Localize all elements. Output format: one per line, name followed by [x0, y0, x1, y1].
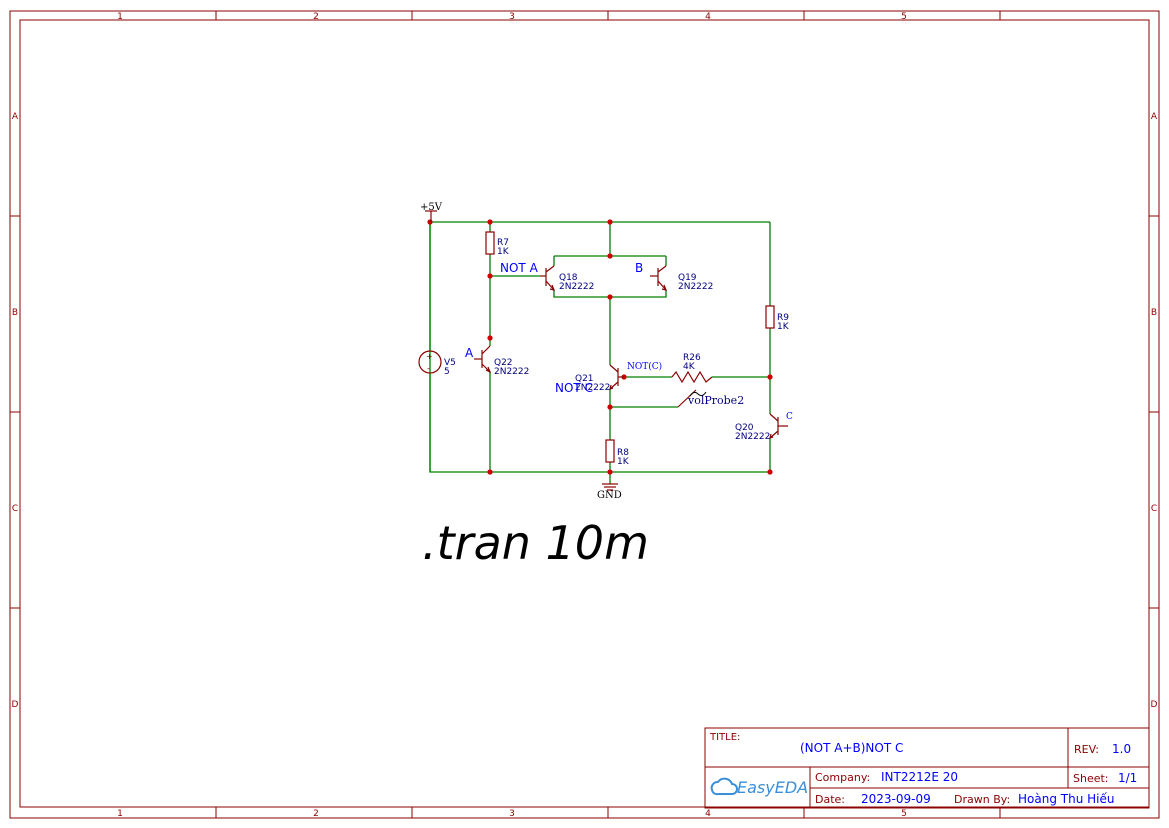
- date-value: 2023-09-09: [861, 792, 931, 806]
- v5-ref: V5: [444, 358, 456, 368]
- v5-value: 5: [444, 367, 450, 377]
- svg-text:+: +: [426, 352, 433, 361]
- company-value: INT2212E 20: [881, 770, 958, 784]
- date-label: Date:: [815, 793, 845, 806]
- q18-value: 2N2222: [559, 282, 594, 292]
- r7-value: 1K: [497, 247, 510, 257]
- q19-ref: Q19: [678, 273, 697, 283]
- r9-value: 1K: [777, 322, 790, 332]
- resistor-r7: R7 1K: [485, 231, 510, 257]
- col-label-2-bottom: 2: [313, 809, 319, 819]
- q19-value: 2N2222: [678, 282, 713, 292]
- resistor-r26: R26 4K: [671, 353, 713, 384]
- easyeda-logo: EasyEDA: [710, 777, 808, 797]
- title-label: TITLE:: [709, 732, 740, 743]
- row-label-d: D: [12, 700, 19, 710]
- row-label-b-right: B: [1151, 308, 1157, 318]
- net-label-not-a: NOT A: [500, 261, 539, 275]
- transistor-q19: Q19 2N2222: [650, 265, 713, 292]
- company-label: Company:: [815, 771, 870, 784]
- gnd-label: GND: [597, 490, 622, 501]
- resistor-r9: R9 1K: [765, 305, 790, 332]
- title-value: (NOT A+B)NOT C: [800, 741, 903, 755]
- r9-ref: R9: [777, 313, 789, 323]
- vcc-symbol: +5V: [420, 202, 443, 222]
- wires: [429, 221, 771, 484]
- transistor-q20: Q20 2N2222: [735, 413, 788, 442]
- q20-ref: Q20: [735, 423, 754, 433]
- transistor-q18: Q18 2N2222: [540, 265, 594, 292]
- r7-ref: R7: [497, 238, 509, 248]
- gnd-symbol: GND: [597, 483, 622, 501]
- col-label-5: 5: [901, 12, 907, 22]
- row-label-b: B: [12, 308, 18, 318]
- transistor-q21: Q21 2N2222: [575, 364, 624, 393]
- r26-ref: R26: [683, 353, 701, 363]
- voltage-source-v5: + - V5 5: [418, 350, 456, 377]
- net-label-c: C: [786, 412, 793, 422]
- junctions: [427, 219, 773, 475]
- sheet-value: 1/1: [1118, 771, 1137, 785]
- col-label-1-bottom: 1: [117, 809, 123, 819]
- net-label-b: B: [635, 261, 643, 275]
- q18-ref: Q18: [559, 273, 578, 283]
- q21-ref: Q21: [575, 374, 594, 384]
- col-label-4: 4: [705, 12, 711, 22]
- rev-label: REV:: [1074, 743, 1099, 756]
- col-label-3: 3: [509, 12, 515, 22]
- row-label-c: C: [12, 504, 18, 514]
- probe-label: volProbe2: [687, 394, 744, 407]
- col-label-4-bottom: 4: [705, 809, 711, 819]
- sheet-label: Sheet:: [1073, 772, 1109, 785]
- r8-value: 1K: [617, 457, 630, 467]
- vcc-label: +5V: [420, 202, 443, 213]
- col-label-1: 1: [117, 12, 123, 22]
- drawn-by-value: Hoàng Thu Hiếu: [1018, 792, 1114, 806]
- drawn-by-label: Drawn By:: [954, 793, 1010, 806]
- q22-value: 2N2222: [494, 367, 529, 377]
- row-label-c-right: C: [1151, 504, 1157, 514]
- title-block: TITLE: (NOT A+B)NOT C REV: 1.0 EasyEDA C…: [704, 727, 1150, 809]
- rev-value: 1.0: [1112, 742, 1131, 756]
- row-label-a-right: A: [1151, 112, 1158, 122]
- net-label-not-c-paren: NOT(C): [627, 361, 662, 372]
- spice-directive: .tran 10m: [422, 516, 649, 570]
- row-label-d-right: D: [1151, 700, 1158, 710]
- transistor-q22: Q22 2N2222: [474, 345, 529, 377]
- svg-text:-: -: [427, 364, 430, 373]
- resistor-r8: R8 1K: [605, 439, 630, 467]
- net-labels: NOT A B A NOT C NOT(C) C: [465, 261, 793, 422]
- col-label-2: 2: [313, 12, 319, 22]
- col-label-5-bottom: 5: [901, 809, 907, 819]
- q20-value: 2N2222: [735, 432, 770, 442]
- net-label-a: A: [465, 346, 474, 360]
- net-label-not-c: NOT C: [555, 381, 593, 395]
- row-label-a: A: [12, 112, 19, 122]
- q21-value: 2N2222: [575, 383, 610, 393]
- r8-ref: R8: [617, 448, 629, 458]
- r26-value: 4K: [683, 362, 696, 372]
- col-label-3-bottom: 3: [509, 809, 515, 819]
- drawing-frame: 1 2 3 4 5 1 2 3 4 5 A B C D A B C D: [9, 10, 1160, 819]
- cloud-icon: [710, 777, 738, 796]
- voltage-probe: volProbe2: [677, 389, 744, 408]
- logo-text: EasyEDA: [737, 778, 808, 797]
- q22-ref: Q22: [494, 358, 513, 368]
